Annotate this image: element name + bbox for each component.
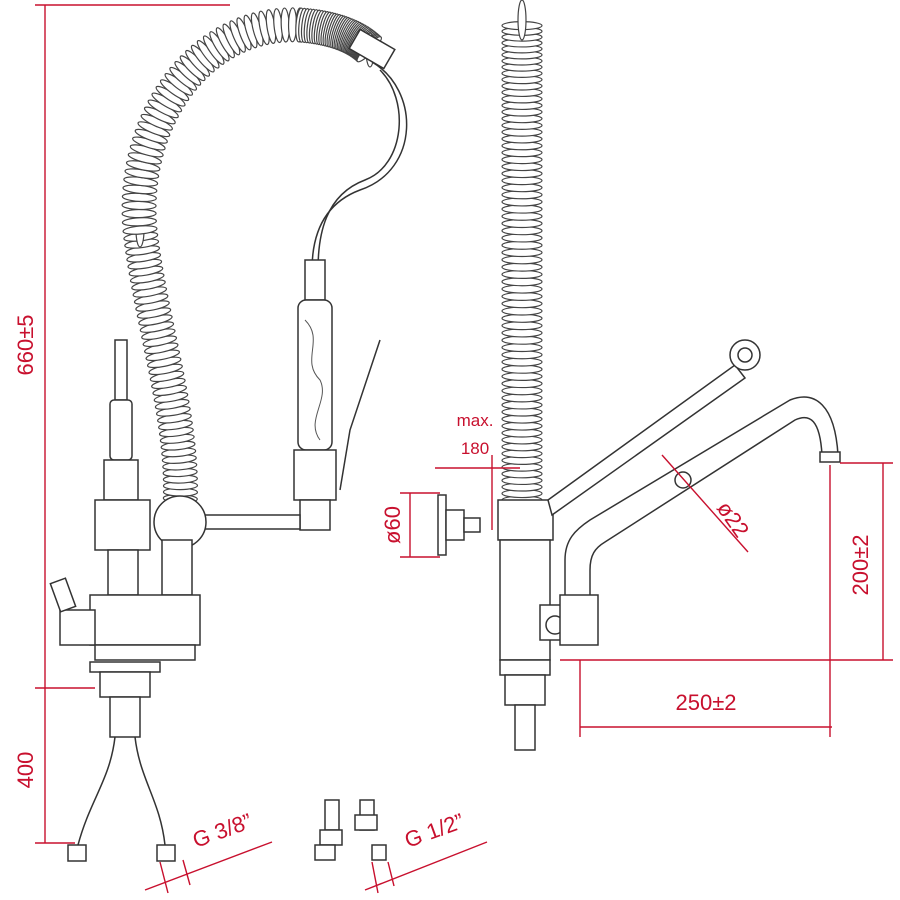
pillar-top: [114, 339, 128, 401]
spout-inner: [589, 416, 823, 595]
fitting-1-top: [324, 799, 340, 831]
hose-upper: [311, 61, 408, 271]
side-nut: [504, 674, 546, 706]
dim-thread-left: G 3/8”: [189, 808, 255, 852]
mounting-shank: [109, 696, 141, 738]
spout-base: [559, 594, 599, 646]
pillar-mid: [103, 459, 139, 501]
fitting-2-bottom: [371, 844, 387, 861]
body-stem: [107, 549, 139, 596]
spray-lever: [339, 339, 381, 491]
hose-nut-1: [67, 844, 87, 862]
flex-hose-2: [134, 736, 166, 846]
dim-base-diameter: ø60: [380, 506, 405, 544]
spray-connector: [304, 259, 326, 301]
spout-outer: [564, 396, 839, 595]
adapter-fittings: [314, 799, 387, 861]
dim-total-height: 660±5: [13, 314, 38, 375]
spring-base-stem: [161, 539, 193, 596]
pillar-upper: [109, 399, 133, 461]
dim-spout-height: 200±2: [848, 534, 873, 595]
dim-spout-reach: 250±2: [675, 690, 736, 715]
dim-spout-diameter: ø22: [712, 497, 754, 542]
support-arm: [199, 514, 301, 530]
front-view-faucet: [49, 7, 408, 862]
base-plate: [94, 644, 196, 661]
spray-valve: [293, 449, 337, 501]
spring-coil-right: [501, 0, 543, 505]
body-block: [94, 499, 151, 551]
mixer-body: [89, 594, 201, 646]
side-knob: [49, 577, 77, 613]
fitting-1-bottom: [314, 844, 336, 861]
hose-upper-inner: [317, 69, 400, 271]
dim-hose-length: 400: [13, 752, 38, 789]
hose-nut-2: [156, 844, 176, 862]
dim-max-label: max.: [457, 411, 494, 430]
flange-nut: [445, 509, 465, 541]
hose-hook: [348, 28, 396, 70]
base-flange: [89, 661, 161, 673]
flange-plate: [437, 494, 447, 556]
mounting-nut: [99, 671, 151, 698]
spray-handle-grip: [304, 319, 323, 441]
spring-turn: [517, 0, 527, 41]
side-body: [499, 539, 551, 661]
spout-aerator: [819, 451, 841, 463]
flex-hose-1: [77, 736, 116, 846]
spray-nozzle: [299, 499, 331, 531]
flange-thread: [463, 517, 481, 533]
fitting-2-mid: [354, 814, 378, 831]
dim-thread-right: G 1/2”: [401, 808, 467, 852]
side-base: [499, 659, 551, 676]
mixer-lever: [547, 363, 747, 517]
spring-turn: [121, 217, 157, 227]
spring-turn: [121, 208, 157, 219]
dim-max-value: 180: [461, 439, 489, 458]
side-shank: [514, 704, 536, 751]
spring-turn: [121, 200, 157, 211]
lever-ring-inner: [737, 347, 753, 363]
fitting-1-mid: [319, 829, 343, 846]
side-view-faucet: [437, 0, 841, 751]
side-body-top: [497, 499, 554, 541]
spring-coil-left: [121, 7, 383, 510]
side-valve: [59, 609, 96, 646]
